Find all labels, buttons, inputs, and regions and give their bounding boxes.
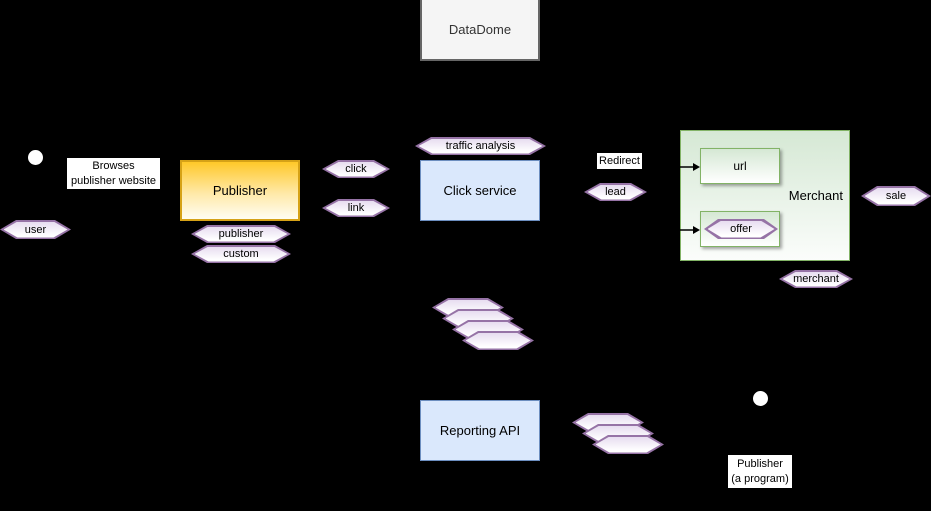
browses-label: Browses publisher website [67, 158, 160, 189]
hexagon-sale-label: sale [885, 190, 907, 202]
url-node: url [700, 148, 780, 184]
empty-hexagon-stack-right-3 [592, 435, 664, 454]
publisher-node: Publisher [180, 160, 300, 221]
hexagon-traffic-analysis-label: traffic analysis [445, 140, 516, 152]
publisher-program-label-line2: (a program) [731, 472, 789, 485]
hexagon-user: user [0, 220, 71, 239]
hexagon-lead: lead [584, 183, 647, 201]
merchant-label: Merchant [788, 188, 843, 203]
hexagon-user-label: user [24, 223, 47, 236]
hexagon-link-label: link [347, 202, 365, 214]
datadome-node: DataDome [420, 0, 540, 61]
hexagon-offer-label: offer [730, 223, 752, 235]
click-service-label: Click service [443, 183, 517, 198]
arrow-to-offer-icon [680, 226, 700, 234]
user-start-circle [28, 150, 43, 165]
publisher-program-label: Publisher (a program) [728, 455, 792, 488]
redirect-label-text: Redirect [599, 154, 640, 167]
hexagon-merchant-label: merchant [793, 273, 839, 285]
hexagon-sale: sale [861, 186, 931, 206]
hexagon-click-label: click [345, 163, 367, 175]
browses-label-line2: publisher website [71, 174, 156, 187]
empty-hexagon-stack-middle-4 [462, 331, 534, 350]
browses-label-line1: Browses [92, 159, 135, 172]
url-label: url [733, 159, 747, 173]
hexagon-traffic-analysis: traffic analysis [415, 137, 546, 155]
reporting-api-node: Reporting API [420, 400, 540, 461]
reporting-api-label: Reporting API [439, 423, 521, 438]
click-service-node: Click service [420, 160, 540, 221]
publisher-label: Publisher [212, 183, 268, 198]
hexagon-publisher: publisher [191, 225, 291, 243]
offer-node: offer [700, 211, 780, 247]
hexagon-custom: custom [191, 245, 291, 263]
publisher-program-label-line1: Publisher [737, 457, 783, 470]
redirect-label: Redirect [597, 153, 642, 169]
publisher-program-start-circle [753, 391, 768, 406]
datadome-label: DataDome [448, 21, 512, 37]
hexagon-offer: offer [704, 219, 778, 239]
hexagon-custom-label: custom [223, 248, 259, 260]
hexagon-merchant: merchant [779, 270, 853, 288]
arrow-to-url-icon [680, 163, 700, 171]
hexagon-click: click [322, 160, 390, 178]
hexagon-link: link [322, 199, 390, 217]
hexagon-publisher-label: publisher [218, 228, 264, 240]
hexagon-lead-label: lead [605, 186, 626, 198]
merchant-node: url offer Merchant [680, 130, 850, 261]
